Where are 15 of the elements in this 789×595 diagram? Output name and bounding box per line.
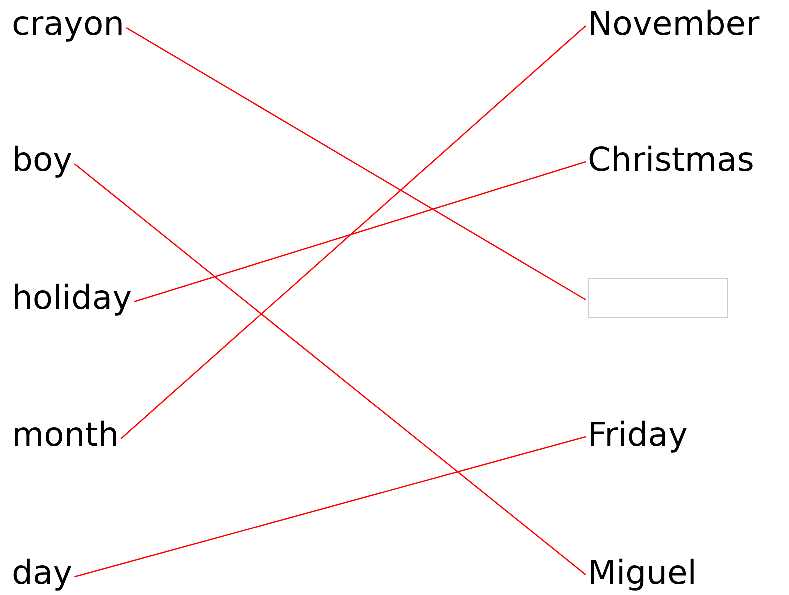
word-label: Friday [588, 415, 688, 455]
word-label: month [12, 415, 120, 455]
word-label: holiday [12, 278, 132, 318]
connector-line [134, 161, 586, 303]
word-label: November [588, 4, 760, 44]
word-label: Christmas [588, 140, 754, 180]
connector-line [126, 27, 586, 301]
word-label: Miguel [588, 553, 697, 593]
connector-line [74, 164, 586, 576]
connector-line [120, 26, 586, 440]
word-label: boy [12, 140, 73, 180]
word-label: crayon [12, 4, 125, 44]
connector-line [74, 436, 586, 578]
word-label: day [12, 553, 73, 593]
empty-box [588, 278, 728, 318]
